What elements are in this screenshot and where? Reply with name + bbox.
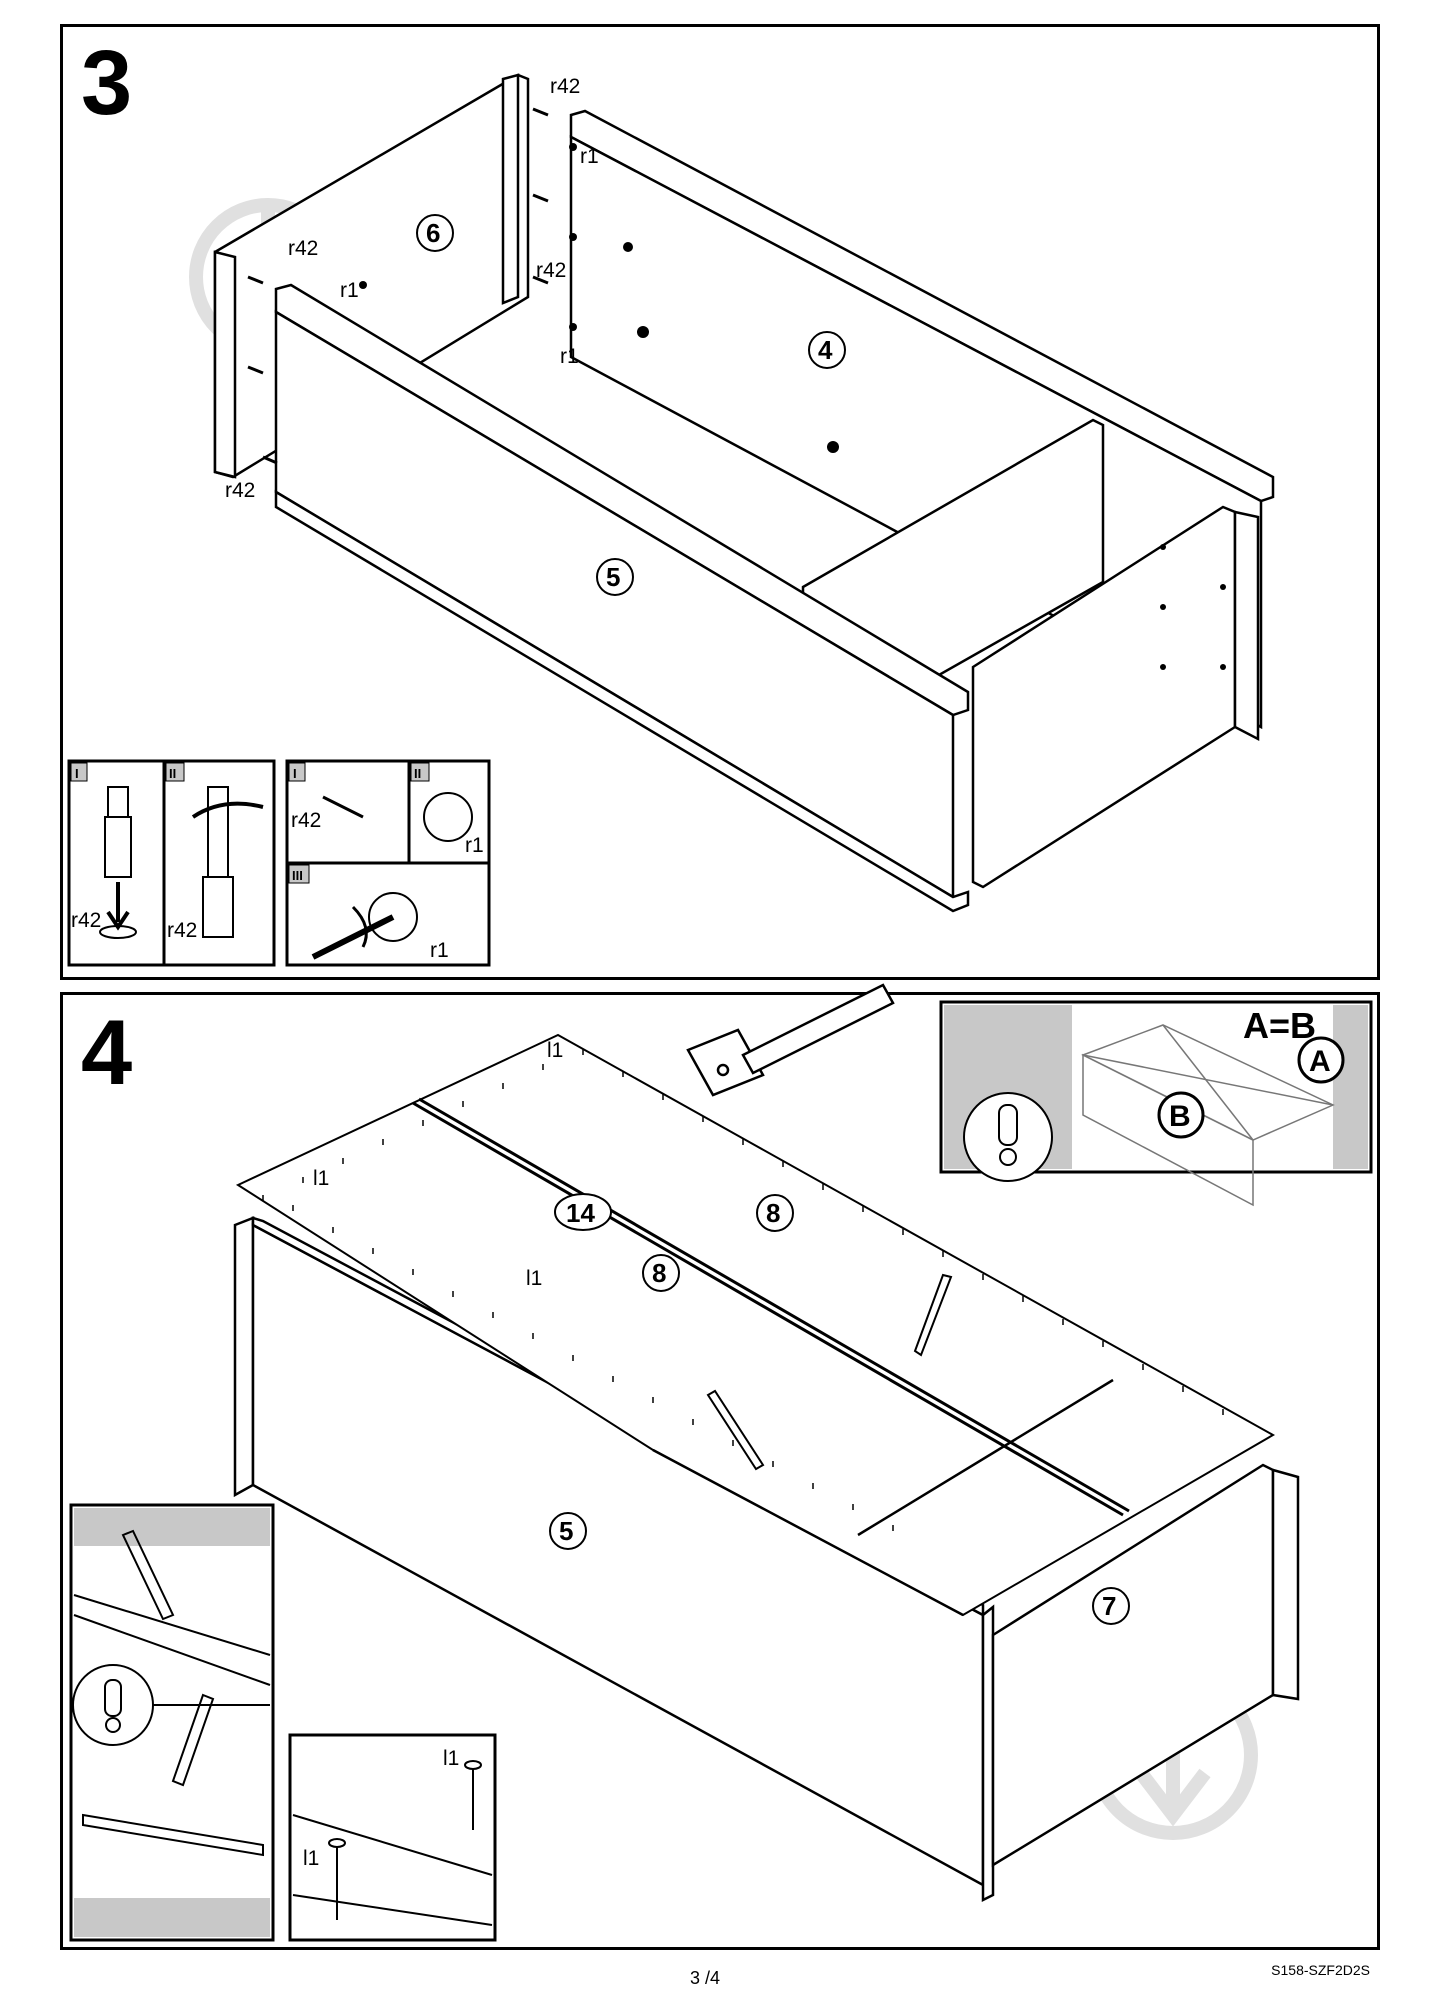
- cam-bolts: [247, 107, 549, 465]
- step-3-panel: 3: [60, 24, 1380, 980]
- board-divider-lines: [652, 1378, 1114, 1617]
- part-4-label: 4: [818, 335, 833, 365]
- nail-label-3: l1: [526, 1267, 542, 1290]
- label-r42-left: r42: [288, 237, 318, 260]
- bolt-detail-icons: [99, 786, 473, 960]
- nail-detail-label-b: l1: [303, 1847, 319, 1870]
- document-code: S158-SZF2D2S: [1271, 1962, 1370, 1978]
- detail-box-strip: [69, 1503, 275, 1942]
- hammer-icon: [686, 983, 895, 1097]
- detail-label-r1-b: r1: [430, 939, 449, 962]
- part-number-circles: [549, 1193, 1130, 1625]
- detail-label-r42-b: r42: [167, 919, 197, 942]
- label-r1-left: r1: [340, 279, 359, 302]
- step-number: 4: [81, 1002, 133, 1104]
- nail-label-1: l1: [547, 1039, 563, 1062]
- nail-marks: [262, 1049, 1224, 1531]
- detail-label-r42-c: r42: [291, 809, 321, 832]
- equation-label: A=B: [1243, 1005, 1316, 1046]
- label-r1-top: r1: [580, 145, 599, 168]
- step-number: 3: [81, 32, 133, 134]
- page-number: 3 /4: [690, 1968, 721, 1988]
- label-r42-bottom: r42: [225, 479, 255, 502]
- detail-label-r1-a: r1: [465, 834, 484, 857]
- step-4-drawing: l1 l1 l1 14 8 8 5 7: [69, 983, 1373, 1942]
- detail-tags: [70, 762, 430, 884]
- step-4-panel: 4: [60, 983, 1380, 1950]
- part-8-label-b: 8: [652, 1258, 666, 1288]
- step-3-labels: r42 r1 r42 r1 r42 r1 r42: [225, 75, 599, 502]
- part-7-label: 7: [1102, 1591, 1116, 1621]
- part-5-label: 5: [606, 562, 620, 592]
- pencil-tools: [706, 1273, 953, 1471]
- diagonal-b-label: B: [1169, 1100, 1191, 1133]
- label-r42-mid: r42: [536, 259, 566, 282]
- right-side-panel: [971, 505, 1260, 889]
- detail-tag-1: I: [75, 766, 79, 781]
- diagonal-check-box: [939, 1000, 1373, 1207]
- detail-box-bolt-insert: [67, 759, 491, 967]
- nail-label-2: l1: [313, 1167, 329, 1190]
- diagonal-a-label: A: [1309, 1045, 1331, 1078]
- detail-box-nails: [288, 1733, 497, 1942]
- label-r1-mid: r1: [560, 345, 579, 368]
- part-14-label: 14: [566, 1198, 595, 1228]
- label-r42-top: r42: [550, 75, 580, 98]
- detail-label-r42-a: r42: [71, 909, 101, 932]
- step-3-drawing: r42 r1 r42 r1 r42 r1 r42 6 4 5: [67, 73, 1275, 967]
- part-6-label: 6: [426, 218, 440, 248]
- part-number-circles: [416, 214, 846, 596]
- detail-tag-5: III: [292, 868, 303, 883]
- detail-tag-3: I: [293, 766, 297, 781]
- part-5-label: 5: [559, 1516, 573, 1546]
- nail-detail-label-a: l1: [443, 1747, 459, 1770]
- detail-tag-2: II: [169, 766, 176, 781]
- cam-locks: [359, 143, 1226, 670]
- front-panel-5: [274, 283, 970, 913]
- detail-tag-4: II: [414, 766, 421, 781]
- part-8-label-a: 8: [766, 1198, 780, 1228]
- back-board-8: [235, 1033, 1276, 1617]
